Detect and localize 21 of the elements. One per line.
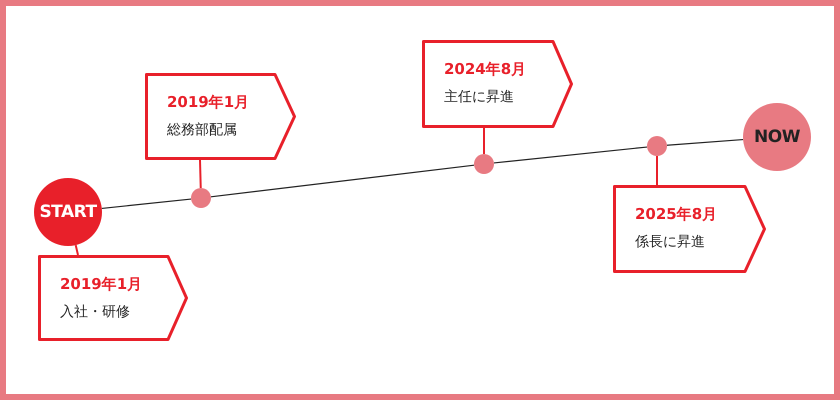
date-label: 2019年1月 (60, 275, 142, 294)
callout-box (613, 185, 766, 273)
callout-box (422, 40, 573, 128)
event-label: 主任に昇進 (444, 88, 514, 106)
event-label: 係長に昇進 (635, 233, 705, 251)
date-label: 2019年1月 (167, 93, 250, 112)
event-label: 入社・研修 (60, 303, 130, 321)
timeline-line (666, 138, 744, 146)
timeline-dot (647, 136, 667, 156)
timeline-line (102, 198, 192, 210)
callout-box (38, 255, 188, 341)
timeline-dot (474, 154, 494, 174)
timeline-line (210, 164, 474, 198)
event-label: 総務部配属 (167, 121, 237, 139)
milestone-circle: NOW (743, 103, 811, 171)
timeline-line (494, 146, 648, 164)
date-label: 2025年8月 (635, 205, 718, 224)
date-label: 2024年8月 (444, 60, 526, 79)
callout-box (145, 73, 296, 160)
milestone-circle: START (34, 178, 102, 246)
timeline-dot (191, 188, 211, 208)
